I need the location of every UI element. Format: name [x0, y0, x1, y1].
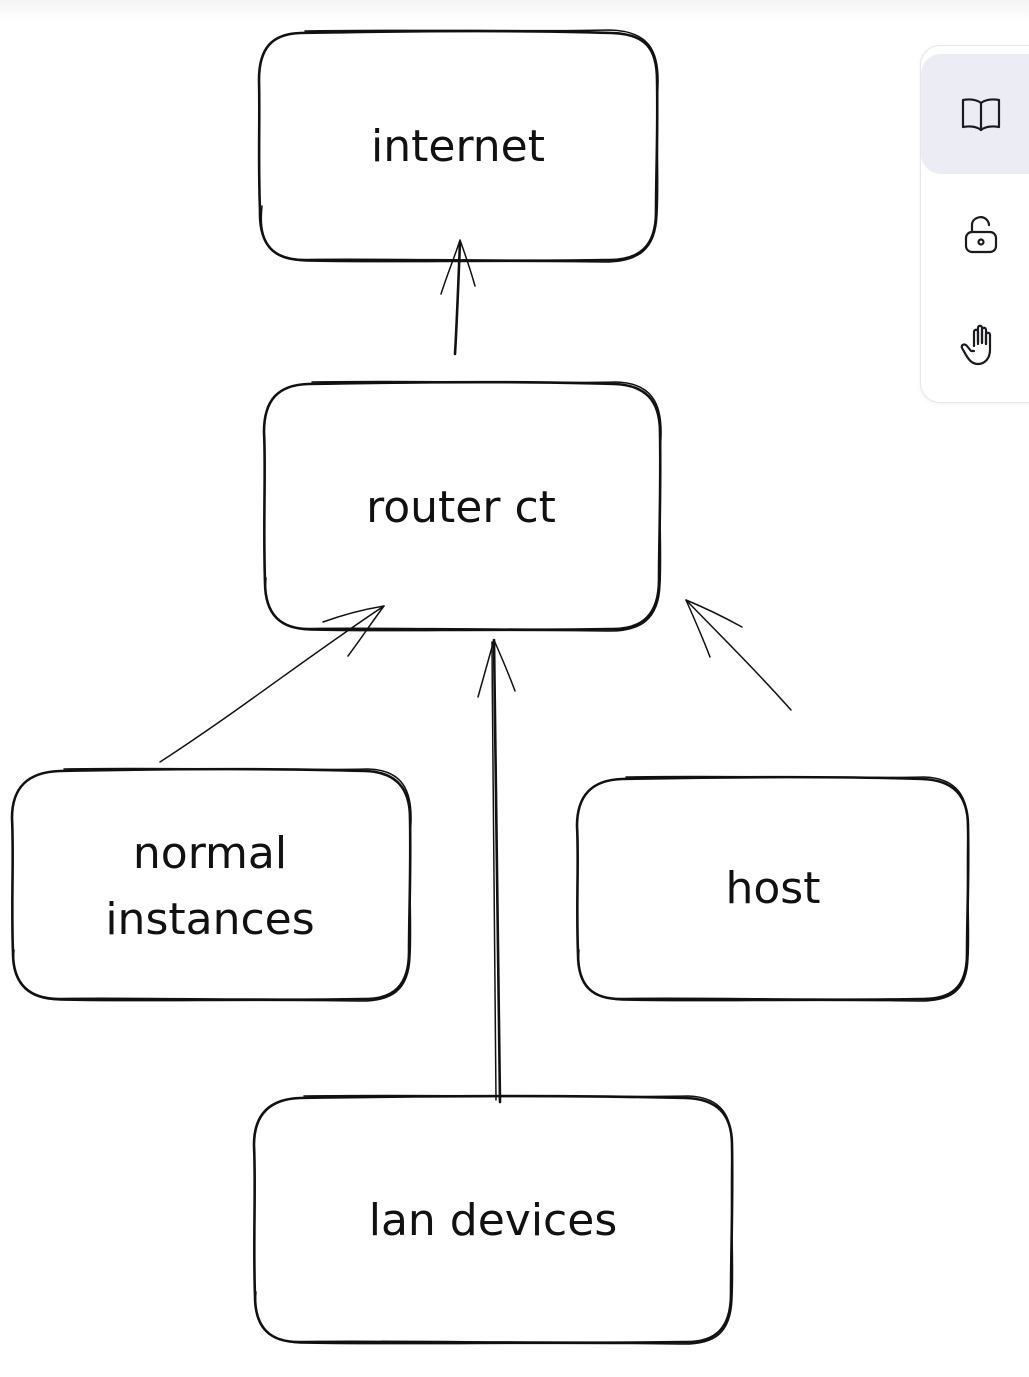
- node-internet-label: internet: [371, 121, 545, 172]
- node-normal-instances-label-line1: normal: [133, 828, 287, 879]
- node-lan-devices[interactable]: lan devices: [252, 1094, 734, 1345]
- node-normal-instances-label-line2: instances: [105, 894, 314, 945]
- node-router[interactable]: router ct: [262, 380, 662, 632]
- edge-normal-instances-to-router[interactable]: [159, 605, 385, 763]
- book-open-icon: [961, 98, 1001, 132]
- unlock-icon: [964, 216, 998, 254]
- node-router-label: router ct: [366, 482, 556, 533]
- node-internet[interactable]: internet: [257, 29, 659, 263]
- edge-host-to-router[interactable]: [685, 599, 792, 711]
- top-edge-shadow: [0, 0, 1029, 22]
- edge-lan-devices-to-router[interactable]: [477, 638, 516, 1104]
- node-lan-devices-label: lan devices: [369, 1195, 618, 1246]
- library-button[interactable]: [921, 54, 1029, 174]
- toolbar-panel: [920, 45, 1029, 403]
- pan-button[interactable]: [921, 284, 1029, 404]
- lock-button[interactable]: [921, 174, 1029, 294]
- edge-router-to-internet[interactable]: [440, 239, 476, 356]
- node-host-label: host: [726, 863, 821, 914]
- hand-icon: [960, 324, 992, 366]
- node-normal-instances[interactable]: normal instances: [10, 767, 412, 1002]
- node-host[interactable]: host: [575, 775, 970, 1002]
